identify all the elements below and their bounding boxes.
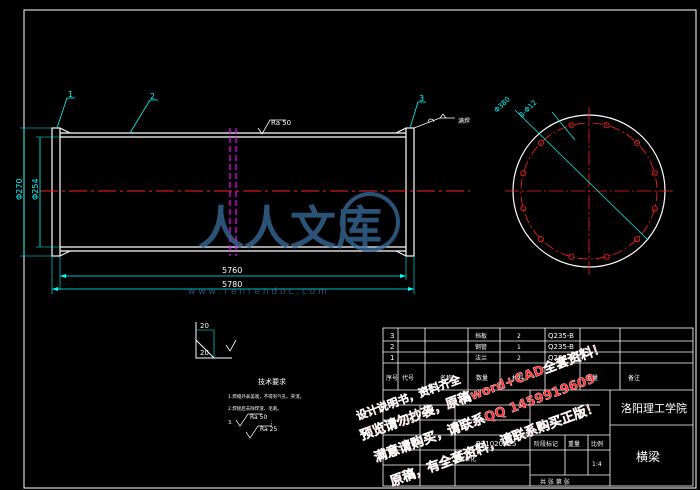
standardize-label: 标准化 <box>458 455 476 463</box>
bolt-hole <box>537 236 544 243</box>
bolt-hole <box>651 205 658 212</box>
dim-bore: Φ270 <box>15 178 24 200</box>
bolt-hole <box>634 236 641 243</box>
right-flange <box>405 127 415 257</box>
note-line-3-prefix: 3. <box>228 420 233 426</box>
header-name: 名称 <box>440 374 452 382</box>
bolt-hole <box>603 122 610 129</box>
roughness-label: Ra 50 <box>271 119 291 127</box>
sheet-count: 共 张 第 张 <box>540 478 570 486</box>
part-row-1-no: 1 <box>390 354 394 362</box>
bolt-hole <box>651 170 658 177</box>
notes-title: 技术要求 <box>258 377 286 386</box>
weld-symbol <box>413 117 455 129</box>
dim-bolt-holes: 8-Φ12 <box>518 99 539 120</box>
part-row-2-material: Q235-B <box>548 343 574 351</box>
part-row-2-qty: 1 <box>517 344 521 351</box>
header-no: 序号 <box>386 374 398 382</box>
part-row-2-name: 钢管 <box>475 343 487 351</box>
school-name: 洛阳理工学院 <box>621 401 687 415</box>
header-qty: 数量 <box>476 374 488 382</box>
part-row-3-qty: 2 <box>517 333 521 340</box>
dim-inner-length: 5760 <box>222 266 242 275</box>
dim-outer: Φ254 <box>31 178 40 200</box>
weight-label: 重量 <box>568 440 580 448</box>
note-line-1: 1.焊缝外表美观，不得有气孔、夹渣。 <box>228 393 304 400</box>
balloon-3: 3 <box>419 94 424 103</box>
note-line-3-suffix: ； <box>270 420 275 426</box>
part-row-1-qty: 2 <box>517 355 521 362</box>
drawing-name: 横梁 <box>636 449 660 464</box>
detail-dim-2: 20 <box>200 349 209 357</box>
header-note: 备注 <box>628 374 640 382</box>
detail-dim-1: 20 <box>200 322 209 330</box>
part-row-1-material: Q235-B <box>548 354 574 362</box>
scale-label: 比例 <box>591 440 603 448</box>
bolt-hole <box>568 253 575 260</box>
bolt-hole <box>520 205 527 212</box>
title-block-text: 3 挡板 2 Q235-B 2 钢管 1 Q235-B 1 法兰 2 Q235-… <box>386 332 687 486</box>
bolt-circle <box>520 122 658 260</box>
scale-value: 1:4 <box>592 461 602 468</box>
logo-text: 人人文库 <box>198 201 382 255</box>
bolt-hole <box>634 139 641 146</box>
note-line-2: 2.焊接后去除焊渣、毛刺。 <box>228 405 282 412</box>
side-view: Φ380 8-Φ12 <box>493 95 673 275</box>
bolt-hole <box>520 170 527 177</box>
part-row-2-no: 2 <box>390 343 394 351</box>
note-line-4-ra: Ra 25 <box>260 426 277 433</box>
weld-detail: 20 20 <box>195 322 237 359</box>
part-row-3-name: 挡板 <box>475 332 487 340</box>
front-view: 1 2 3 Ra 50 满焊 Φ270 Φ254 5760 5780 <box>15 90 470 294</box>
student-id: B11020525 <box>476 440 516 448</box>
logo-watermark: 人人文库 w w w . r e n r e n d o c . c o m <box>188 192 400 297</box>
left-flange <box>51 127 61 257</box>
balloon-2: 2 <box>150 92 155 101</box>
balloon-1: 1 <box>68 90 73 99</box>
header-weight: 重量 <box>586 374 598 382</box>
part-row-3-material: Q235-B <box>548 332 574 340</box>
bolt-hole <box>537 139 544 146</box>
dim-total-length: 5780 <box>222 280 242 289</box>
title-block <box>382 327 694 487</box>
bolt-holes <box>520 122 658 260</box>
roughness-symbol <box>257 119 286 135</box>
promo-watermark: 预览请勿抄袭，原稿word+CAD全套资料！ 满意请购买，请联系QQ 14599… <box>354 340 608 490</box>
bolt-hole <box>603 253 610 260</box>
part-row-1-name: 法兰 <box>475 354 487 362</box>
site-text: w w w . r e n r e n d o c . c o m <box>188 287 327 297</box>
dim-flange-circle: Φ380 <box>493 95 512 114</box>
header-material: 材料 <box>512 374 524 382</box>
header-code: 代号 <box>402 374 414 382</box>
part-row-3-no: 3 <box>390 332 394 340</box>
technical-notes: 技术要求 1.焊缝外表美观，不得有气孔、夹渣。 2.焊接后去除焊渣、毛刺。 3.… <box>228 377 304 439</box>
note-line-3-ra: Ra 50 <box>250 414 267 421</box>
bolt-hole <box>568 122 575 129</box>
stage-mark: 阶段标记 <box>534 440 558 448</box>
weld-note: 满焊 <box>458 117 470 125</box>
